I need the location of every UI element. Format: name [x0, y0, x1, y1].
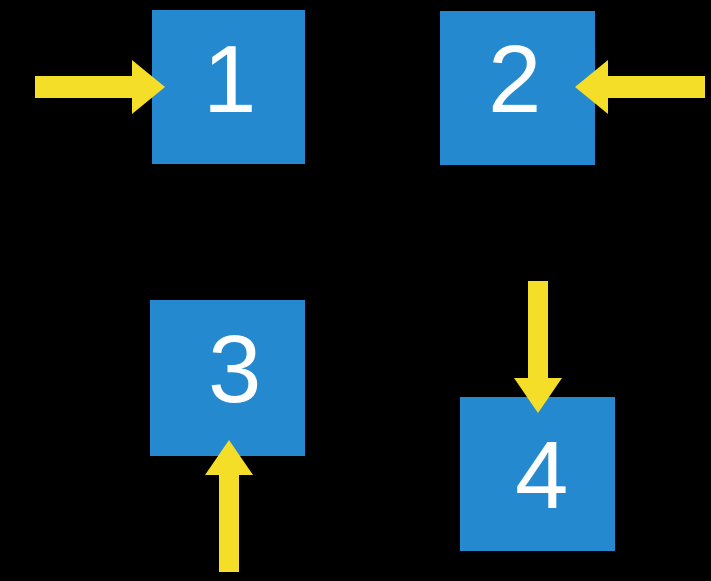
node-box-4[interactable] [460, 397, 615, 551]
node-box-3[interactable] [150, 300, 305, 456]
node-box-2[interactable] [440, 11, 595, 165]
arrow-left-icon [575, 60, 705, 114]
node-label-4: 4 [515, 422, 569, 529]
node-label-3: 3 [208, 316, 262, 423]
node-label-1: 1 [203, 26, 257, 133]
arrow-up-icon [205, 440, 253, 572]
node-label-2: 2 [488, 26, 542, 133]
node-box-1[interactable] [152, 10, 305, 164]
arrow-down-icon [514, 281, 562, 413]
arrow-right-icon [35, 60, 165, 114]
